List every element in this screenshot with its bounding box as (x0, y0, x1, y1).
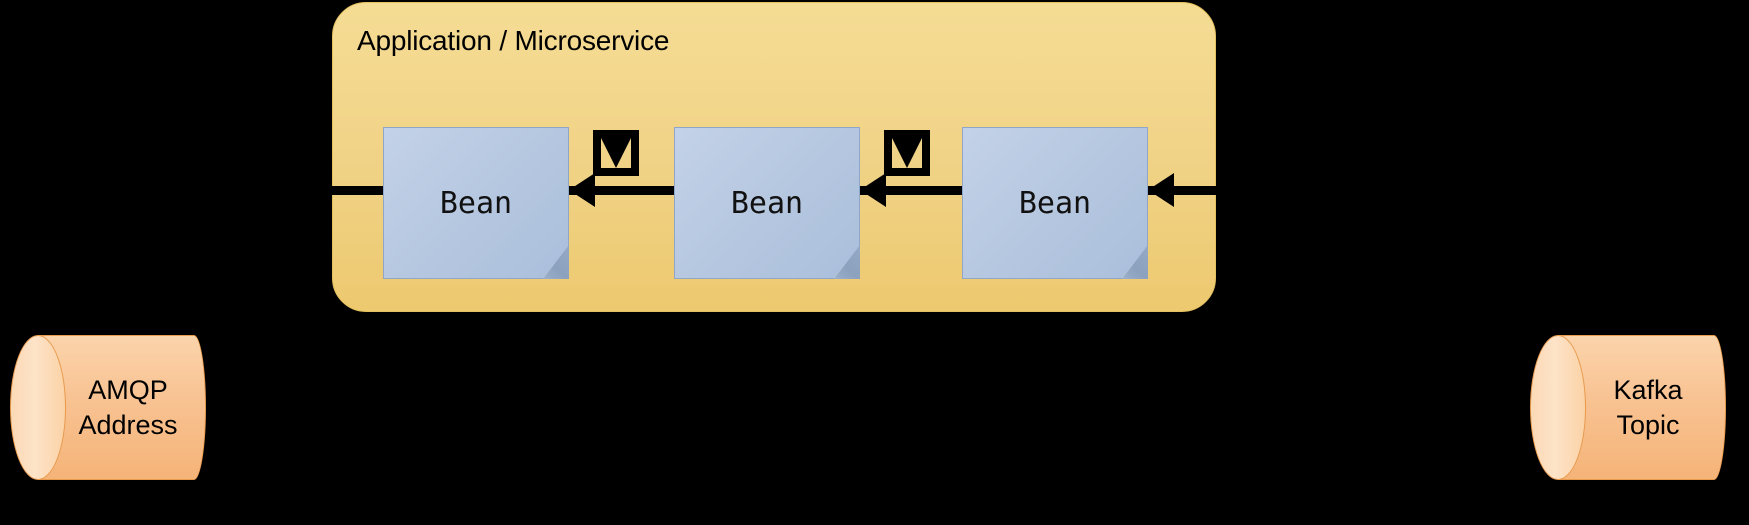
bean-node-2[interactable]: Bean (674, 127, 860, 279)
amqp-address-label: AMQP Address (50, 335, 206, 480)
cylinder-body (38, 335, 206, 480)
bean-label: Bean (439, 185, 513, 221)
bean-body (383, 127, 569, 279)
arrow-head-outlet (1148, 173, 1174, 207)
arrow-head-bean3-to-bean2 (860, 173, 886, 207)
cylinder-cap (1530, 335, 1586, 480)
bean-label: Bean (1018, 185, 1092, 221)
kafka-topic-label: Kafka Topic (1570, 335, 1726, 480)
amqp-address-line-1: AMQP (88, 374, 168, 405)
cylinder-body (1558, 335, 1726, 480)
bean-node-3[interactable]: Bean (962, 127, 1148, 279)
flow-segment-bean2-to-bean1 (569, 186, 674, 195)
bean-body (962, 127, 1148, 279)
bean-node-1[interactable]: Bean (383, 127, 569, 279)
amqp-address-line-2: Address (78, 409, 178, 440)
flow-segment-bean3-to-bean2 (860, 186, 962, 195)
envelope-icon (593, 130, 639, 176)
application-title: Application / Microservice (357, 25, 670, 56)
bean-body (674, 127, 860, 279)
cylinder-cap (10, 335, 66, 480)
bean-label: Bean (730, 185, 804, 221)
kafka-topic-line-1: Kafka (1613, 374, 1683, 405)
amqp-address-cylinder[interactable]: AMQP Address (10, 335, 206, 480)
envelope-icon (884, 130, 930, 176)
flow-segment-outlet (1148, 186, 1216, 195)
kafka-topic-line-2: Topic (1616, 409, 1680, 440)
kafka-topic-cylinder[interactable]: Kafka Topic (1530, 335, 1726, 480)
flow-segment-inlet (332, 186, 383, 195)
arrow-head-bean2-to-bean1 (569, 173, 595, 207)
